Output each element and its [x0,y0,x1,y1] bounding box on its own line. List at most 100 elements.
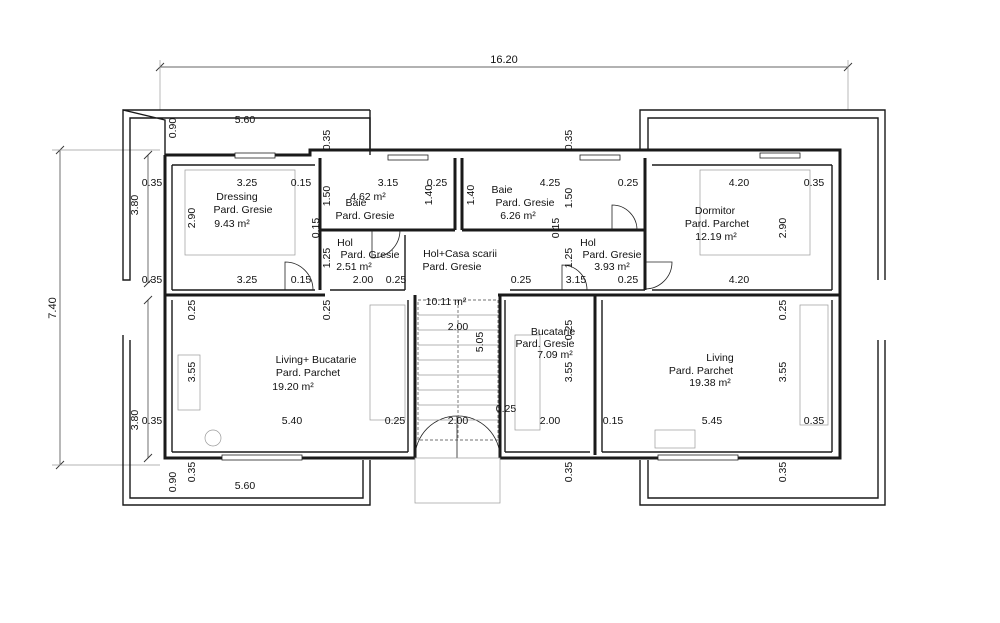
balcony-bottom-left-width: 5.60 [235,480,256,492]
dim-label: 0.35 [142,415,163,427]
room-area: 19.38 m² [689,377,731,389]
dim-label: 1.25 [321,248,333,269]
dim-label: 0.35 [804,415,825,427]
dim-label: 3.15 [566,274,587,286]
room-floor: Pard. Gresie [496,197,555,209]
dim-label: 0.35 [563,130,575,151]
interior-walls [163,158,840,455]
dim-label: 2.90 [186,208,198,229]
room-hol-casa-scarii: Hol+Casa scarii Pard. Gresie 10.11 m² [423,248,497,308]
balcony-top-right [639,109,886,280]
dim-label: 0.25 [563,320,575,341]
room-name: Dressing [216,191,258,203]
dim-label: 3.55 [186,362,198,383]
room-floor: Pard. Parchet [669,365,733,377]
room-name: Living [706,352,734,364]
dim-label: 0.25 [618,274,639,286]
room-area: 10.11 m² [426,296,467,308]
overall-width-dimension: 16.20 [155,54,853,110]
dim-label: 0.25 [511,274,532,286]
room-name: Baie [491,184,512,196]
dim-label: 0.25 [186,300,198,321]
room-living: Living Pard. Parchet 19.38 m² [669,352,734,389]
room-name: Hol [337,237,353,249]
dim-label: 1.40 [423,185,435,206]
dim-label: 0.35 [142,177,163,189]
dimension-labels: 0.35 3.25 0.15 3.15 0.25 4.25 0.25 4.20 … [142,177,825,427]
doors [284,204,673,459]
dim-label: 0.25 [385,415,406,427]
overall-height-dimension: 7.40 [47,145,160,470]
overall-width-label: 16.20 [490,54,518,66]
dim-label: 2.00 [540,415,561,427]
dim-label: 4.25 [540,177,561,189]
room-floor: Pard. Gresie [341,249,400,261]
dim-label: 3.25 [237,177,258,189]
overall-height-label: 7.40 [47,297,59,318]
room-name: Living+ Bucatarie [276,354,357,366]
room-dressing: Dressing Pard. Gresie 9.43 m² [214,191,273,230]
dim-label: 2.00 [448,415,469,427]
left-top-label: 3.80 [129,195,141,216]
room-area: 9.43 m² [214,218,250,230]
dim-label: 3.55 [777,362,789,383]
room-area: 6.26 m² [500,210,536,222]
room-living-bucatarie: Living+ Bucatarie Pard. Parchet 19.20 m² [272,354,356,393]
room-dormitor: Dormitor Pard. Parchet 12.19 m² [685,205,749,243]
room-name: Hol [580,237,596,249]
dim-label: 3.55 [563,362,575,383]
left-bottom-label: 3.80 [129,410,141,431]
room-floor: Pard. Gresie [516,338,575,350]
dim-label: 0.15 [310,218,322,239]
room-name: Hol+Casa scarii [423,248,497,260]
dim-label: 5.40 [282,415,303,427]
windows [221,152,801,461]
room-area: 19.20 m² [272,381,314,393]
room-hol-2: Hol Pard. Gresie 3.93 m² [580,237,642,273]
room-name: Bucatarie [531,326,576,338]
dim-label: 0.25 [321,300,333,321]
dim-label: 0.15 [291,177,312,189]
dim-label: 0.25 [618,177,639,189]
dim-label: 0.25 [496,403,517,415]
dim-label: 3.25 [237,274,258,286]
dim-label: 2.00 [353,274,374,286]
dim-label: 0.35 [777,462,789,483]
balcony-bottom-left: 5.60 0.90 [122,335,371,506]
room-floor: Pard. Gresie [336,210,395,222]
dim-label: 2.90 [777,218,789,239]
dim-label: 5.45 [702,415,723,427]
balcony-bottom-right [639,340,886,506]
room-area: 2.51 m² [336,261,372,273]
dim-label: 4.20 [729,177,750,189]
room-floor: Pard. Parchet [276,367,340,379]
dim-label: 4.20 [729,274,750,286]
dim-label: 0.35 [804,177,825,189]
dim-label: 2.00 [448,321,469,333]
dim-label: 0.35 [142,274,163,286]
dim-label: 0.25 [777,300,789,321]
balcony-top-left-offset: 0.90 [167,118,179,139]
dim-label: 1.40 [465,185,477,206]
room-floor: Pard. Gresie [214,204,273,216]
dim-label: 0.15 [603,415,624,427]
room-name: Baie [345,197,366,209]
dim-label: 1.50 [321,186,333,207]
dim-label: 5.05 [474,332,486,353]
room-area: 4.62 m² [350,191,386,203]
room-baie-2: Baie Pard. Gresie 6.26 m² [491,184,554,222]
dim-label: 0.15 [291,274,312,286]
furniture [177,169,829,449]
dim-label: 3.15 [378,177,399,189]
dim-label: 0.15 [550,218,562,239]
dim-label: 0.35 [563,462,575,483]
vertical-dimension-labels: 2.90 2.90 1.50 1.40 1.40 1.50 1.25 1.25 … [186,130,789,483]
balcony-bottom-left-offset: 0.90 [167,472,179,493]
room-hol-1: Hol Pard. Gresie 2.51 m² [336,237,399,273]
room-area: 3.93 m² [594,261,630,273]
room-floor: Pard. Parchet [685,218,749,230]
dim-label: 0.25 [427,177,448,189]
room-area: 12.19 m² [695,231,737,243]
dim-label: 1.50 [563,188,575,209]
